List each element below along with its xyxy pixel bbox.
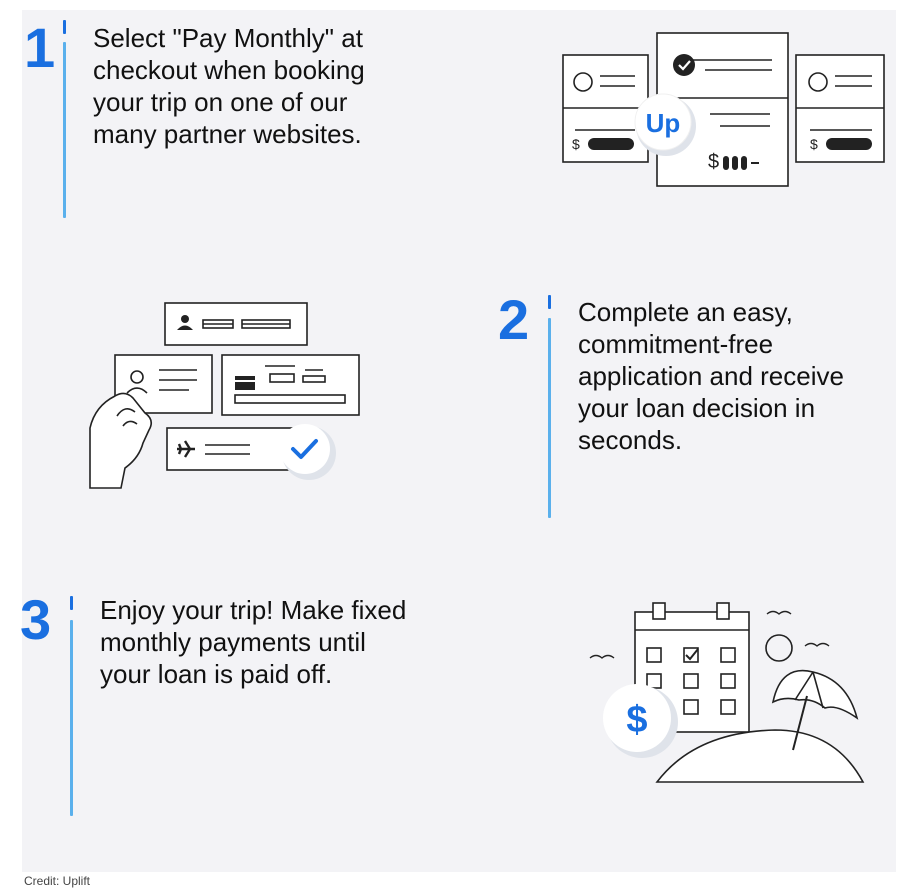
bird-icon [589,610,830,659]
credit-card-icon [235,376,255,390]
svg-text:$: $ [572,136,580,152]
step-2-accent-line [548,318,551,518]
step-1-number: 1 [24,16,56,79]
brand-badge-text: Up [646,108,681,138]
beach-umbrella-icon [771,669,859,751]
image-credit: Credit: Uplift [24,874,91,888]
hand-icon [89,392,153,489]
step-3-accent-line [70,620,73,816]
check-circle-icon [673,54,695,76]
beach-calendar-illustration: $ [589,602,865,783]
step-3-text: Enjoy your trip! Make fixed monthly paym… [100,595,407,689]
check-badge-icon [280,424,336,480]
step-2-number: 2 [498,288,530,351]
island-shape [655,729,865,783]
svg-text:$: $ [708,151,719,173]
dollar-coin-icon: $ [603,684,678,758]
dollar-coin-symbol: $ [626,699,647,741]
step-2-accent-tick [548,295,551,309]
step-1-text: Select "Pay Monthly" at checkout when bo… [93,23,365,149]
brand-badge: Up [634,93,696,156]
svg-text:$: $ [810,136,818,152]
step-3-number: 3 [20,588,52,651]
airplane-icon [177,440,195,458]
sun-icon [765,634,793,662]
user-icon [177,315,193,330]
step-2-text: Complete an easy, commitment-free applic… [578,297,844,455]
application-forms-illustration [89,302,360,489]
step-1-accent-line [63,42,66,218]
step-3-accent-tick [70,596,73,610]
step-1-accent-tick [63,20,66,34]
checkout-cards-illustration: $ $ $ Up [562,32,885,187]
